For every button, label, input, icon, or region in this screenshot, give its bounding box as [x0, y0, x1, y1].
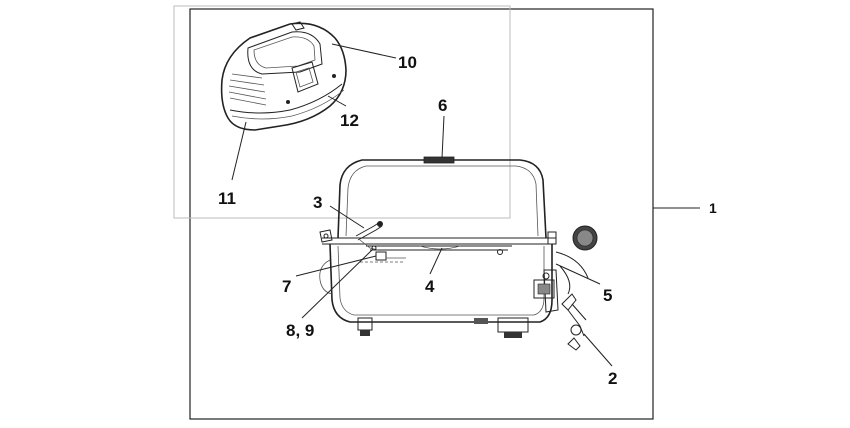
main-case-drawing [319, 156, 598, 351]
callout-3: 3 [313, 193, 322, 212]
top-box-drawing [220, 21, 347, 131]
inset-frame [173, 5, 511, 219]
callout-1: 1 [709, 200, 717, 216]
callout-8-9: 8, 9 [286, 321, 314, 340]
callout-10: 10 [398, 53, 417, 72]
callout-11: 11 [218, 189, 236, 208]
leader-lines [231, 43, 700, 367]
callout-4: 4 [425, 277, 435, 296]
main-frame [189, 8, 654, 420]
callout-7: 7 [282, 277, 291, 296]
callout-2: 2 [608, 369, 617, 388]
callout-5: 5 [603, 286, 612, 305]
callout-6: 6 [438, 96, 447, 115]
callout-12: 12 [340, 111, 359, 130]
